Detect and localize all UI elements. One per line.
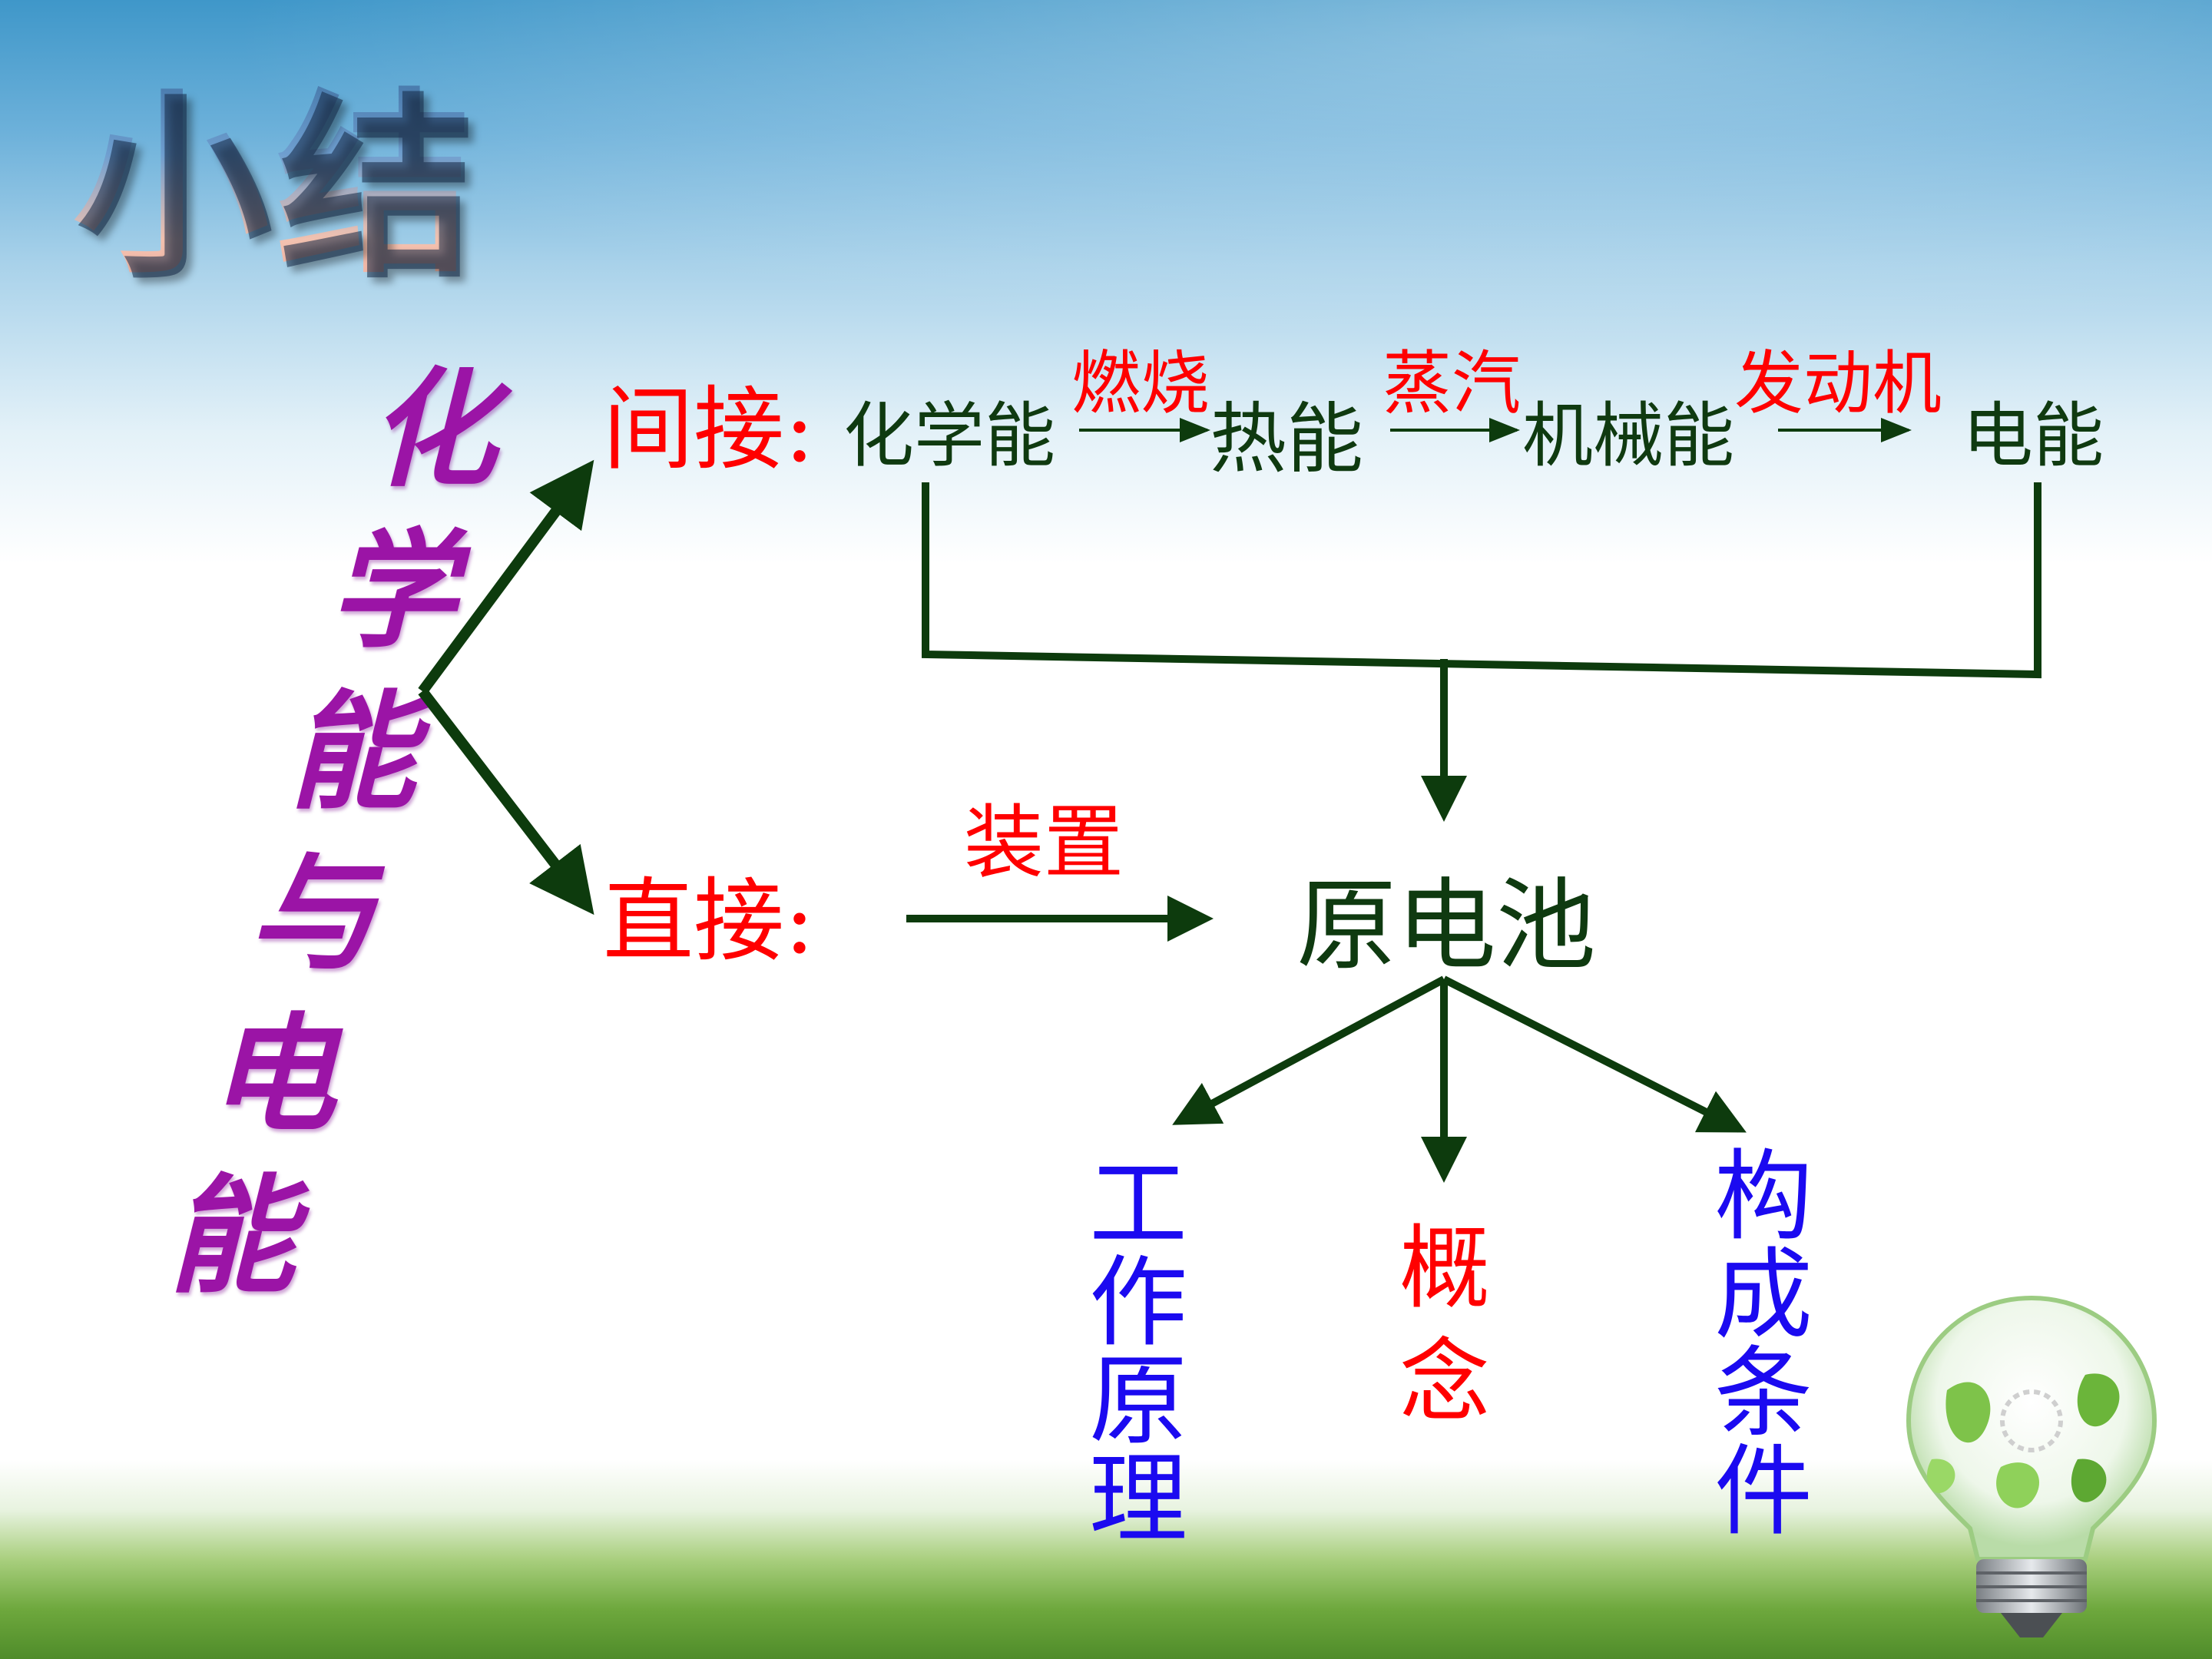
branch-char: 作: [1089, 1246, 1188, 1360]
lightbulb-icon: [1906, 1295, 2157, 1637]
chain-chemical-energy: 化学能: [843, 395, 1056, 477]
branch-composition-conditions: 构 成 条 件: [1714, 1148, 1813, 1541]
branch-char: 条: [1714, 1336, 1813, 1451]
arrow-to-indirect: [418, 459, 594, 695]
chain-electrical-energy: 电能: [1962, 395, 2104, 477]
bracket-connector: [922, 482, 2041, 679]
branch-working-principle: 工 作 原 理: [1089, 1156, 1187, 1549]
arrow-to-direct: [418, 687, 594, 916]
branch-char: 理: [1089, 1442, 1188, 1557]
process-combustion: 燃烧: [1071, 343, 1210, 424]
branch-concept: 概 念: [1399, 1212, 1490, 1439]
process-steam: 蒸汽: [1382, 343, 1521, 424]
process-engine: 发动机: [1734, 343, 1942, 424]
chain-heat-energy: 热能: [1210, 394, 1363, 484]
branch-char: 概: [1399, 1215, 1491, 1321]
slide-title: 小结: [73, 27, 480, 310]
arrow-to-conditions: [1442, 975, 1747, 1133]
branch-char: 成: [1714, 1238, 1813, 1353]
arrow-to-principle: [1172, 975, 1446, 1125]
branch-char: 原: [1089, 1344, 1188, 1459]
branch-char: 件: [1714, 1435, 1813, 1549]
sky-glow: [0, 0, 2212, 399]
device-label: 装置: [964, 796, 1124, 889]
branch-char: 构: [1714, 1140, 1813, 1254]
indirect-label: 间接:: [603, 376, 815, 482]
branch-char: 工: [1089, 1147, 1188, 1262]
branch-char: 念: [1399, 1328, 1491, 1435]
direct-label: 直接:: [603, 868, 815, 974]
chain-mechanical-energy: 机械能: [1522, 395, 1735, 477]
galvanic-cell-label: 原电池: [1296, 867, 1597, 984]
